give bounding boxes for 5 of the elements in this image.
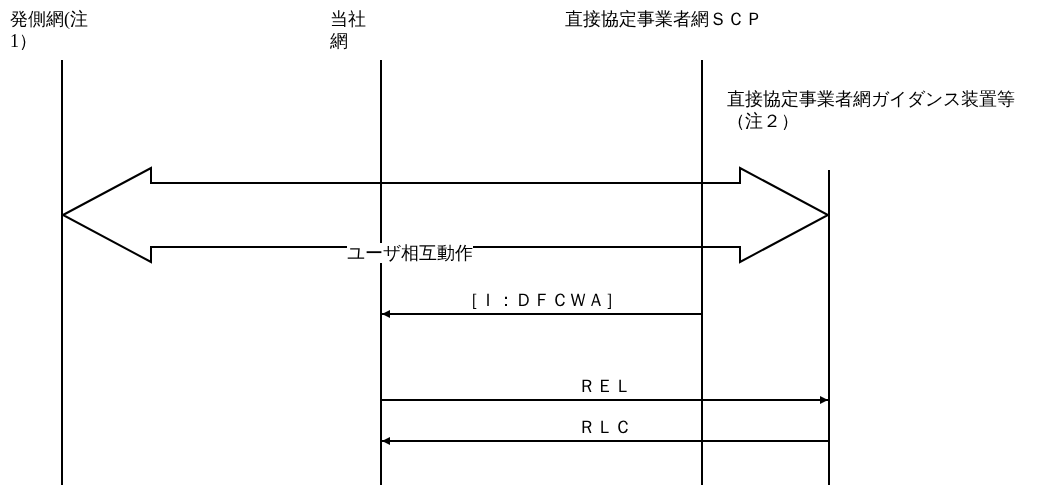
message-arrow xyxy=(381,437,829,445)
double-block-arrow xyxy=(60,166,831,264)
edge-label: ユーザ相互動作 xyxy=(347,243,473,263)
message-arrow xyxy=(381,396,829,404)
message-arrow xyxy=(381,310,702,318)
